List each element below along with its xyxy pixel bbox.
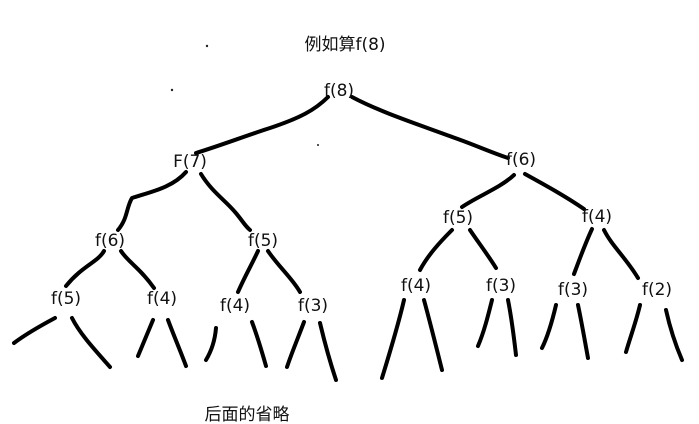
diagram-footer-note: 后面的省略 <box>205 405 290 424</box>
edge-l6-5 <box>64 249 106 288</box>
stub <box>540 303 558 350</box>
edge-7-5 <box>199 172 252 232</box>
edge-r4-3 <box>572 227 594 276</box>
stub <box>166 318 188 368</box>
node-leaf-f2: f(2) <box>642 280 672 300</box>
stub <box>136 318 155 358</box>
node-f5-right: f(5) <box>443 208 473 228</box>
edge-8-7 <box>194 95 330 155</box>
speck <box>205 44 209 48</box>
node-leaf-f4: f(4) <box>220 296 250 316</box>
stub <box>422 298 444 372</box>
edge-m5-4 <box>236 249 260 294</box>
stub <box>476 298 494 348</box>
node-leaf-f3: f(3) <box>558 280 588 300</box>
edge-r4-2 <box>602 228 640 280</box>
node-leaf-f5: f(5) <box>51 289 81 309</box>
tree-edges <box>12 95 684 382</box>
node-leaf-f3: f(3) <box>298 296 328 316</box>
stub <box>70 316 112 369</box>
edge-6-5 <box>460 173 516 209</box>
stub <box>624 303 642 354</box>
edge-7-6 <box>116 170 188 232</box>
speck <box>317 144 319 146</box>
edge-l6-4 <box>119 249 156 290</box>
node-f5-mid: f(5) <box>248 231 278 251</box>
stub <box>318 321 338 382</box>
stub <box>12 316 57 345</box>
node-f4-right: f(4) <box>582 207 612 227</box>
edge-r5-4 <box>418 228 454 272</box>
stub <box>664 308 684 362</box>
node-f6-right: f(6) <box>506 150 536 170</box>
node-f8: f(8) <box>324 81 354 101</box>
node-leaf-f4: f(4) <box>147 289 177 309</box>
stub <box>204 326 218 362</box>
edge-8-6 <box>350 95 510 160</box>
node-f6-left: f(6) <box>95 231 125 251</box>
stub <box>250 320 268 368</box>
node-leaf-f3: f(3) <box>486 276 516 296</box>
stub <box>576 303 590 360</box>
stub <box>285 320 306 369</box>
edge-6-4 <box>523 172 586 211</box>
stub <box>506 298 518 357</box>
node-leaf-f4: f(4) <box>401 276 431 296</box>
speck <box>170 88 174 92</box>
node-f7: F(7) <box>173 152 207 172</box>
edge-m5-3 <box>266 249 302 294</box>
tree-nodes: f(8) F(7) f(6) f(6) f(5) f(5) f(4) f(5) … <box>51 81 672 316</box>
stub <box>380 298 406 380</box>
edge-r5-3 <box>468 228 498 270</box>
diagram-title: 例如算f(8) <box>304 35 385 55</box>
